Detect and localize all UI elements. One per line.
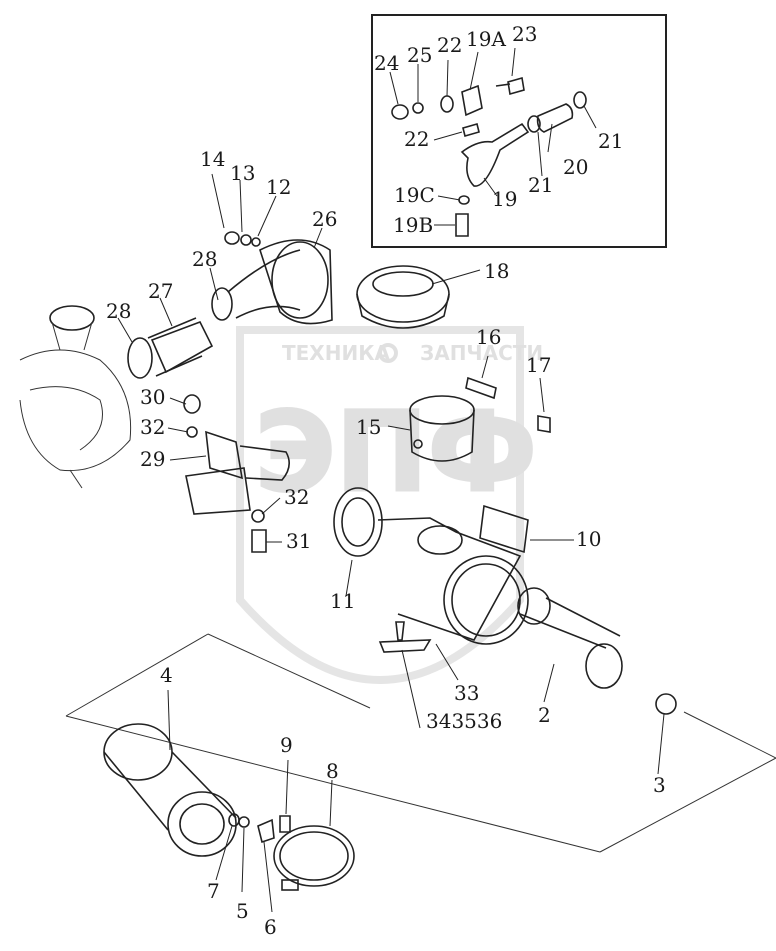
clamp-hardware [215, 759, 355, 913]
upper-leader-lines [117, 173, 323, 343]
callout-6: 6 [264, 915, 277, 939]
callout-24: 24 [374, 51, 399, 75]
callout-13: 13 [230, 161, 255, 185]
bracket-assembly-parts [391, 76, 587, 237]
callout-14: 14 [200, 147, 225, 171]
callout-21: 21 [598, 129, 623, 153]
intake-hoses [127, 249, 301, 379]
mounting-bracket [167, 394, 290, 553]
callout-15: 15 [356, 415, 381, 439]
callout-27: 27 [148, 279, 173, 303]
callout-30: 30 [140, 385, 165, 409]
callout-343536: 343536 [426, 709, 502, 733]
filter-element-inner [103, 689, 237, 857]
callout-22: 22 [437, 33, 462, 57]
callout-16: 16 [476, 325, 501, 349]
detail-inset-frame [371, 14, 667, 248]
callout-20: 20 [563, 155, 588, 179]
callout-4: 4 [160, 663, 173, 687]
callout-33: 33 [454, 681, 479, 705]
callout-28: 28 [106, 299, 131, 323]
callout-11: 11 [330, 589, 355, 613]
callout-7: 7 [207, 879, 220, 903]
screen-cup [387, 355, 551, 462]
callout-19a: 19A [466, 27, 506, 51]
watermark-brand-text: ТЕХНИКА [282, 341, 391, 365]
callout-5: 5 [236, 899, 249, 923]
watermark: ТЕХНИКА ЗАПЧАСТИ ЭПФ [236, 326, 543, 684]
watermark-gear-icon [378, 343, 398, 363]
air-cleaner-housing [333, 487, 574, 645]
turbocharger-housing [19, 305, 132, 489]
callout-22: 22 [404, 127, 429, 151]
callout-12: 12 [266, 175, 291, 199]
callout-19b: 19B [393, 213, 433, 237]
callout-labels: 23 22 19A 24 25 22 21 20 21 19 19C 19B 1… [106, 22, 666, 939]
callout-2: 2 [538, 703, 551, 727]
callout-23: 23 [512, 22, 537, 46]
inset-leader-lines [389, 47, 597, 226]
callout-29: 29 [140, 447, 165, 471]
watermark-brand-text-2: ЗАПЧАСТИ [420, 341, 543, 365]
lower-frame-lines [65, 633, 776, 853]
callout-31: 31 [286, 529, 311, 553]
callout-19: 19 [492, 187, 517, 211]
drain-clip-parts [378, 621, 459, 729]
callout-8: 8 [326, 759, 339, 783]
elbow-adapter [224, 231, 333, 325]
callout-3: 3 [653, 773, 666, 797]
callout-21: 21 [528, 173, 553, 197]
watermark-logo-letters: ЭПФ [255, 388, 537, 516]
callout-32: 32 [140, 415, 165, 439]
callout-18: 18 [484, 259, 509, 283]
precleaner-cap [356, 265, 481, 329]
callout-25: 25 [407, 43, 432, 67]
callout-28: 28 [192, 247, 217, 271]
callout-10: 10 [576, 527, 601, 551]
callout-17: 17 [526, 353, 551, 377]
callout-9: 9 [280, 733, 293, 757]
callout-32: 32 [284, 485, 309, 509]
callout-19c: 19C [394, 183, 435, 207]
callout-26: 26 [312, 207, 337, 231]
filter-element-outer [517, 587, 677, 775]
